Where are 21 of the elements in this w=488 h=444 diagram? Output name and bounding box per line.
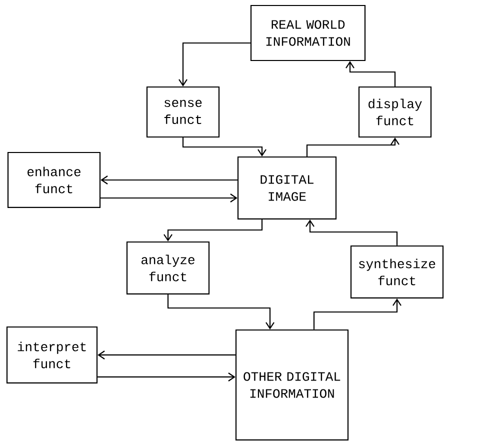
process-box: enhance funct — [7, 152, 101, 208]
process-box: REAL WORLD INFORMATION — [250, 4, 366, 62]
arrow — [313, 298, 402, 330]
arrow — [182, 138, 266, 156]
process-box: DIGITAL IMAGE — [237, 156, 337, 220]
arrow — [178, 42, 250, 86]
arrow — [100, 194, 238, 202]
process-box: synthesize funct — [350, 245, 444, 299]
process-box: display funct — [358, 86, 432, 138]
arrow — [167, 294, 274, 330]
arrow — [306, 220, 398, 246]
arrow — [346, 61, 396, 86]
arrow — [98, 372, 236, 382]
process-box: analyze funct — [126, 241, 210, 295]
arrow — [98, 350, 236, 360]
arrow — [306, 138, 400, 156]
process-box: OTHER DIGITAL INFORMATION — [235, 329, 349, 441]
process-box: sense funct — [146, 86, 220, 138]
arrow — [164, 220, 263, 242]
arrow — [100, 176, 238, 184]
process-box: interpret funct — [6, 326, 98, 384]
